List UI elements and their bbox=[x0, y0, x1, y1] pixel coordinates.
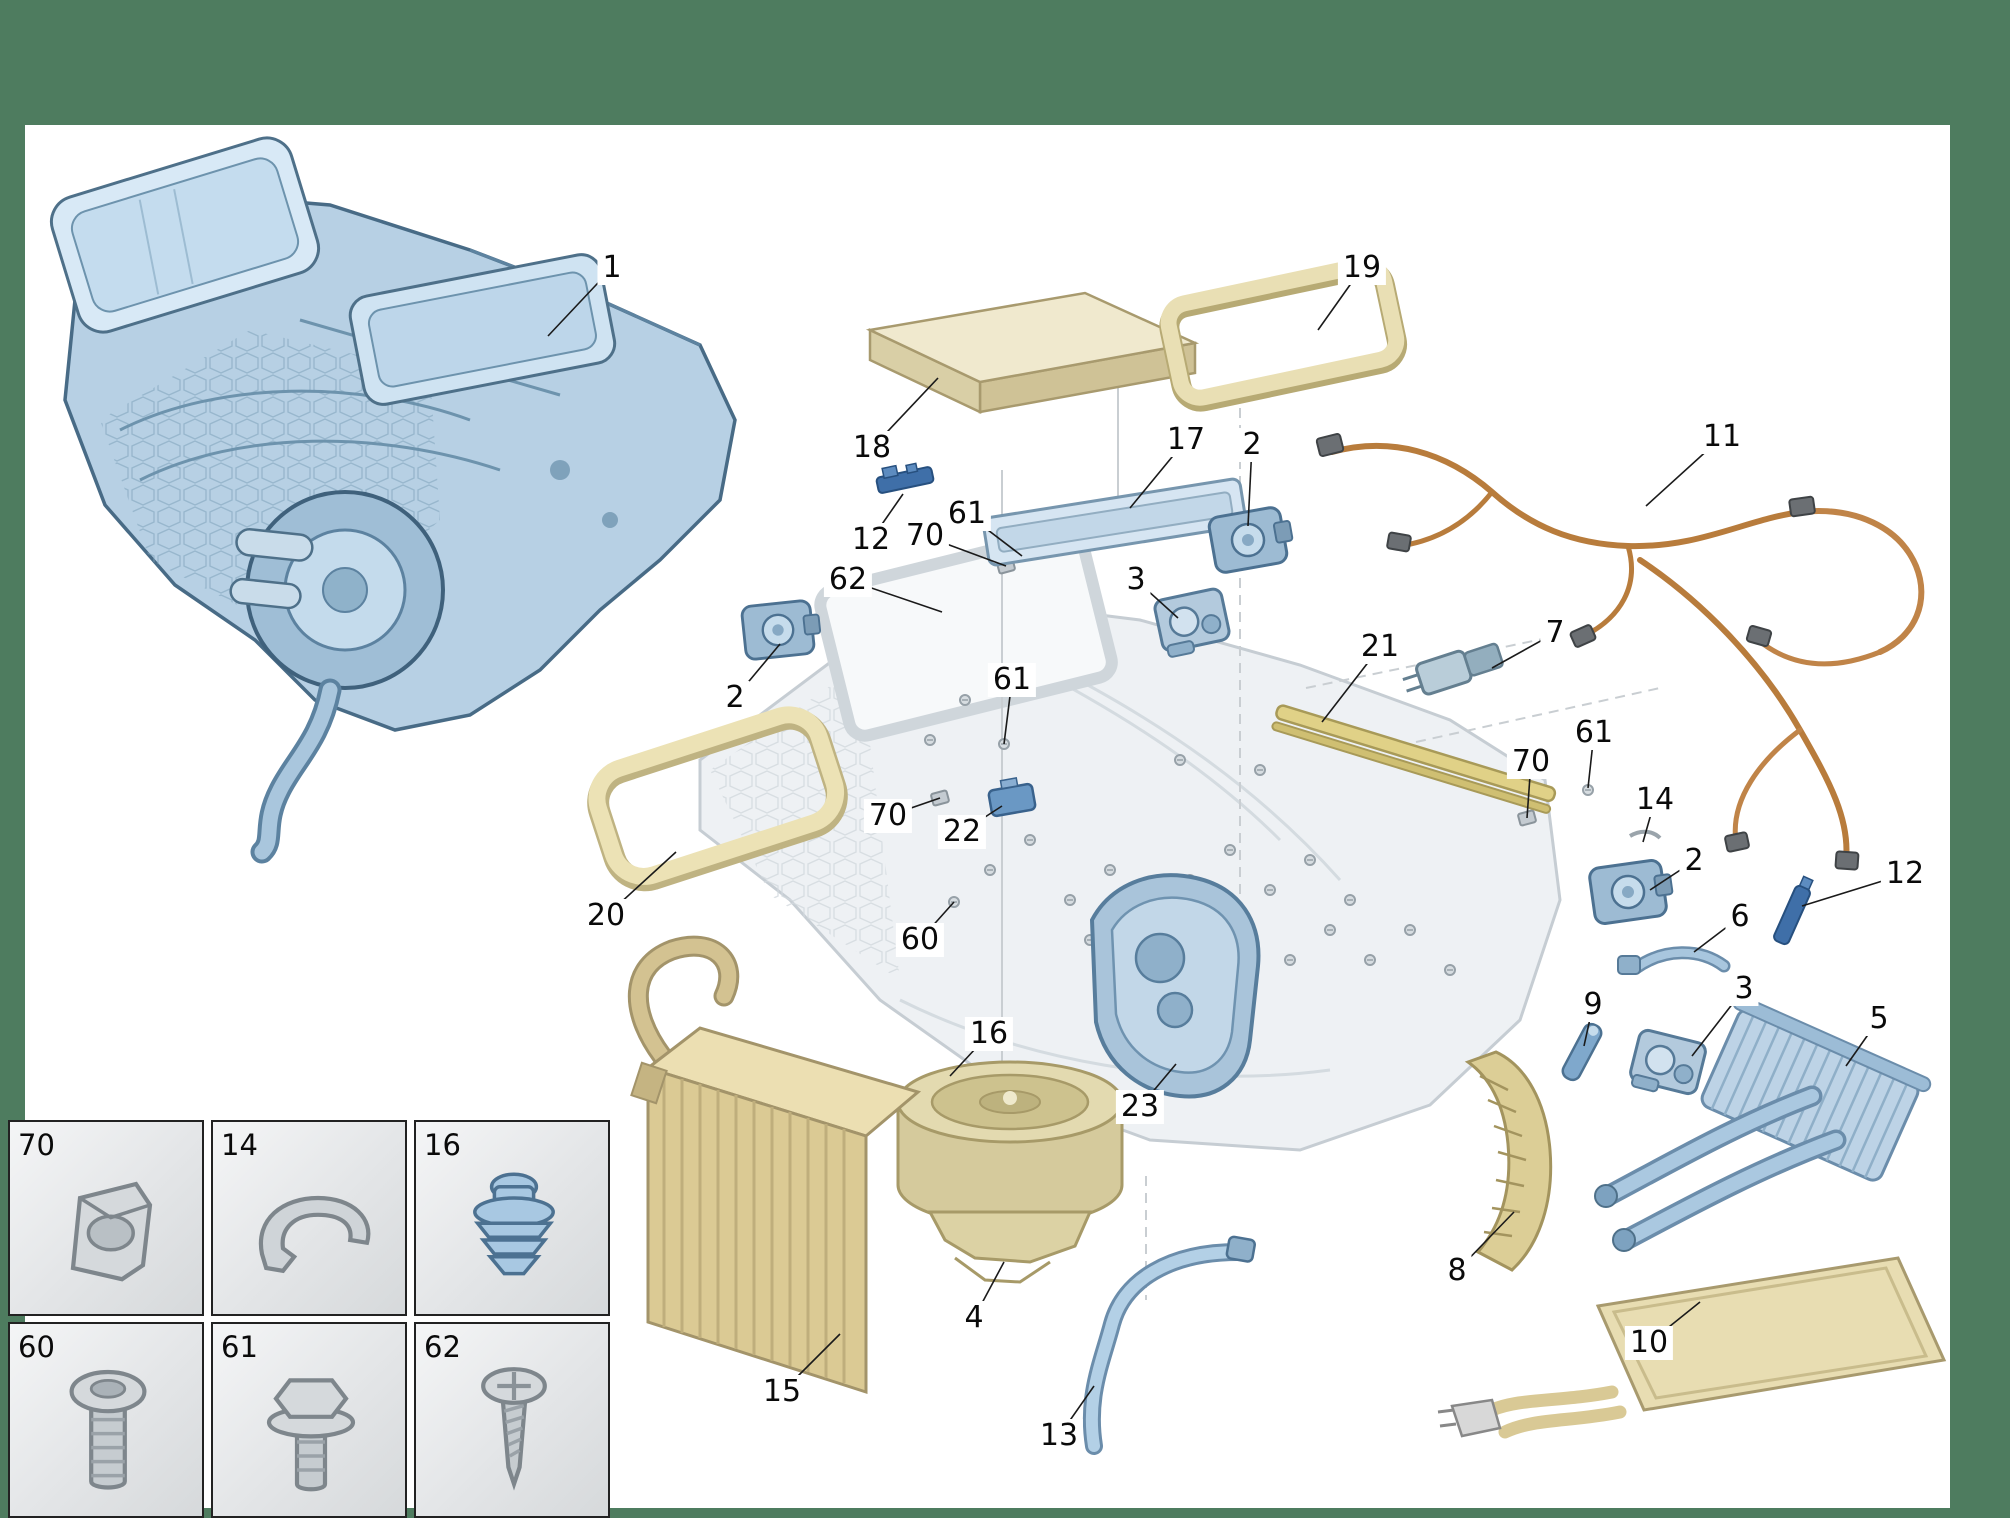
callout-22[interactable]: 22 bbox=[937, 815, 987, 849]
callout-12[interactable]: 12 bbox=[1880, 857, 1930, 891]
inset-label: 14 bbox=[221, 1128, 258, 1162]
callout-70[interactable]: 70 bbox=[900, 519, 950, 553]
tapping-screw-icon bbox=[481, 1367, 547, 1491]
callout-61[interactable]: 61 bbox=[942, 497, 992, 531]
callout-6[interactable]: 6 bbox=[1725, 900, 1755, 934]
callout-12[interactable]: 12 bbox=[846, 523, 896, 557]
callout-15[interactable]: 15 bbox=[757, 1375, 807, 1409]
inset-label: 60 bbox=[18, 1330, 55, 1364]
callout-17[interactable]: 17 bbox=[1161, 423, 1211, 457]
callout-13[interactable]: 13 bbox=[1034, 1419, 1084, 1453]
inset-part-62[interactable]: 62 bbox=[414, 1322, 610, 1518]
callout-3[interactable]: 3 bbox=[1729, 972, 1759, 1006]
callout-1[interactable]: 1 bbox=[597, 251, 627, 285]
callout-2[interactable]: 2 bbox=[1679, 844, 1709, 878]
callout-23[interactable]: 23 bbox=[1115, 1090, 1165, 1124]
callout-2[interactable]: 2 bbox=[1237, 428, 1267, 462]
hose-clamp-icon bbox=[258, 1195, 371, 1274]
inset-part-14[interactable]: 14 bbox=[211, 1120, 407, 1316]
callout-70[interactable]: 70 bbox=[1506, 745, 1556, 779]
callout-19[interactable]: 19 bbox=[1337, 251, 1387, 285]
inset-label: 62 bbox=[424, 1330, 461, 1364]
callout-70[interactable]: 70 bbox=[863, 799, 913, 833]
callout-9[interactable]: 9 bbox=[1578, 988, 1608, 1022]
inset-label: 61 bbox=[221, 1330, 258, 1364]
callout-8[interactable]: 8 bbox=[1442, 1254, 1472, 1288]
callout-2[interactable]: 2 bbox=[720, 681, 750, 715]
callout-16[interactable]: 16 bbox=[964, 1017, 1014, 1051]
callout-18[interactable]: 18 bbox=[847, 431, 897, 465]
callout-5[interactable]: 5 bbox=[1864, 1002, 1894, 1036]
callout-60[interactable]: 60 bbox=[895, 923, 945, 957]
expansion-rivet-icon bbox=[473, 1172, 555, 1276]
callout-10[interactable]: 10 bbox=[1624, 1326, 1674, 1360]
callout-62[interactable]: 62 bbox=[823, 563, 873, 597]
inset-label: 70 bbox=[18, 1128, 55, 1162]
hex-flange-bolt-icon bbox=[266, 1378, 356, 1492]
callout-21[interactable]: 21 bbox=[1355, 630, 1405, 664]
callout-20[interactable]: 20 bbox=[581, 899, 631, 933]
inset-part-60[interactable]: 60 bbox=[8, 1322, 204, 1518]
callout-3[interactable]: 3 bbox=[1121, 563, 1151, 597]
callout-7[interactable]: 7 bbox=[1540, 616, 1570, 650]
callout-14[interactable]: 14 bbox=[1630, 783, 1680, 817]
callout-61[interactable]: 61 bbox=[987, 663, 1037, 697]
inset-part-16[interactable]: 16 bbox=[414, 1120, 610, 1316]
inset-part-61[interactable]: 61 bbox=[211, 1322, 407, 1518]
torx-screw-icon bbox=[69, 1369, 147, 1490]
callout-11[interactable]: 11 bbox=[1697, 420, 1747, 454]
inset-part-70[interactable]: 70 bbox=[8, 1120, 204, 1316]
inset-label: 16 bbox=[424, 1128, 461, 1162]
retaining-clip-icon bbox=[70, 1181, 153, 1282]
callout-4[interactable]: 4 bbox=[959, 1301, 989, 1335]
callout-61[interactable]: 61 bbox=[1569, 716, 1619, 750]
